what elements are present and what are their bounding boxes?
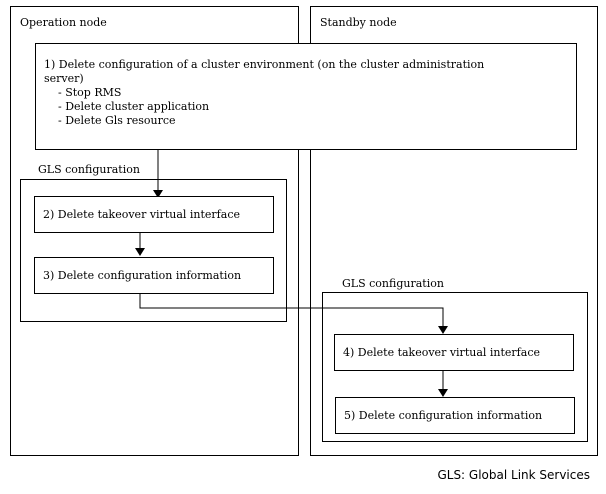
step1-delete-cluster-config-box: 1) Delete configuration of a cluster env… <box>35 43 577 150</box>
step3-delete-configuration-information: 3) Delete configuration information <box>34 257 274 294</box>
standby-gls-configuration-label: GLS configuration <box>342 277 444 290</box>
step1-item-stop-rms: - Stop RMS <box>58 86 122 99</box>
step1-title-line2: server) <box>44 72 84 85</box>
step1-title-line1: 1) Delete configuration of a cluster env… <box>44 58 485 71</box>
step4-delete-takeover-virtual-interface: 4) Delete takeover virtual interface <box>334 334 574 371</box>
arrow-step3-to-step4 <box>139 293 448 334</box>
standby-node-panel <box>310 6 598 456</box>
gls-footnote: GLS: Global Link Services <box>437 468 590 482</box>
step2-delete-takeover-virtual-interface: 2) Delete takeover virtual interface <box>34 196 274 233</box>
operation-gls-configuration-group <box>20 179 287 322</box>
standby-node-label: Standby node <box>320 16 397 29</box>
operation-node-label: Operation node <box>20 16 107 29</box>
step1-item-delete-gls-resource: - Delete Gls resource <box>58 114 176 127</box>
step5-delete-configuration-information: 5) Delete configuration information <box>335 397 575 434</box>
standby-gls-configuration-group <box>322 292 588 442</box>
operation-node-panel <box>10 6 299 456</box>
step1-item-delete-cluster-application: - Delete cluster application <box>58 100 210 113</box>
operation-gls-configuration-label: GLS configuration <box>38 163 140 176</box>
